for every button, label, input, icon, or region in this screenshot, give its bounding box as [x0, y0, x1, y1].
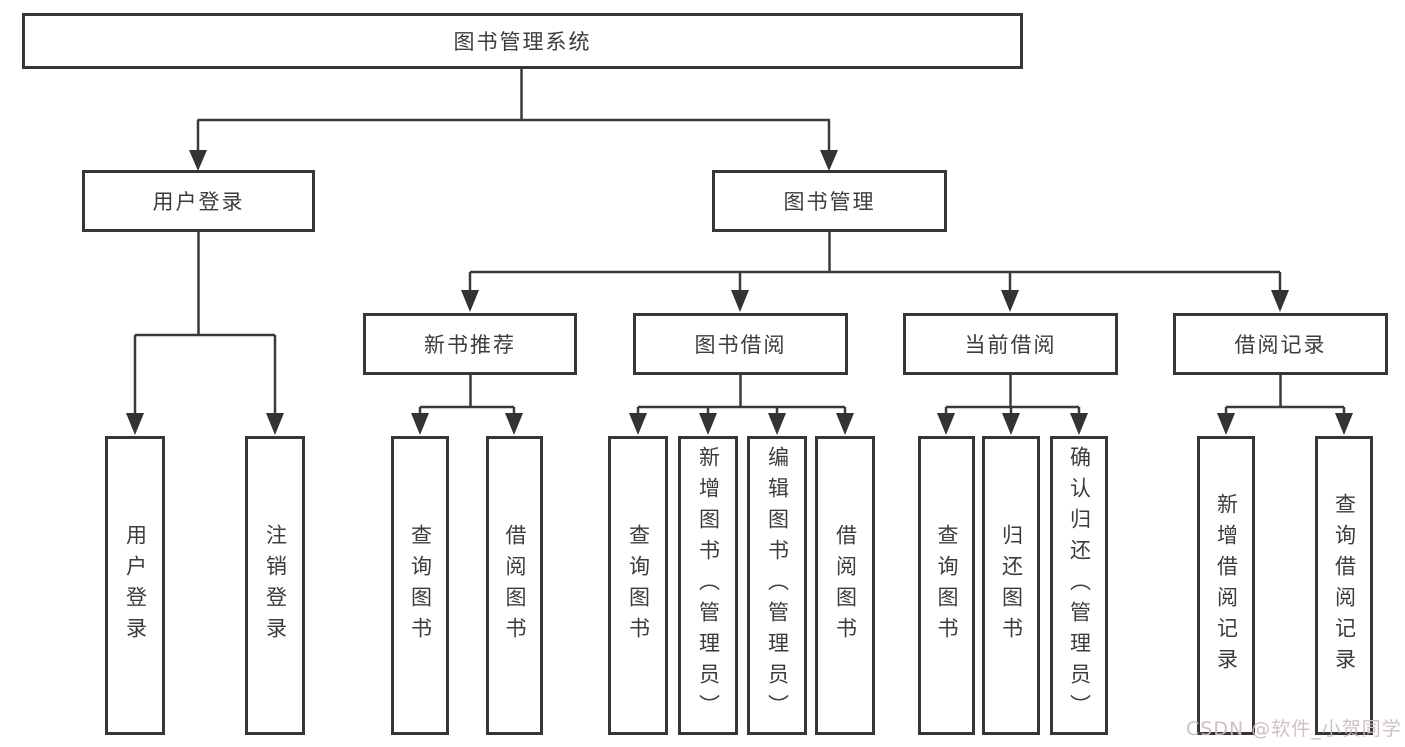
leaf-confirm-return-admin-label: 确认归还（管理员）: [1067, 446, 1092, 725]
leaf-borrow-books-borrow: 借阅图书: [815, 436, 875, 735]
node-book-management-label: 图书管理: [783, 190, 876, 214]
leaf-query-books-current: 查询图书: [918, 436, 975, 735]
node-root: 图书管理系统: [22, 13, 1023, 69]
node-borrow-records-label: 借阅记录: [1234, 333, 1327, 357]
leaf-return-book-label: 归还图书: [999, 523, 1024, 648]
leaf-borrow-books-recommend-label: 借阅图书: [503, 523, 527, 648]
leaf-query-books-recommend-label: 查询图书: [408, 523, 433, 648]
node-book-borrow-label: 图书借阅: [694, 333, 787, 357]
leaf-user-login: 用户登录: [105, 436, 165, 735]
leaf-logout: 注销登录: [245, 436, 305, 735]
node-root-label: 图书管理系统: [453, 30, 592, 54]
leaf-query-books-borrow: 查询图书: [608, 436, 668, 735]
leaf-edit-book-admin: 编辑图书（管理员）: [747, 436, 807, 735]
leaf-query-books-current-label: 查询图书: [935, 523, 959, 648]
watermark-text: CSDN @软件_小贺同学: [1186, 718, 1402, 740]
leaf-return-book: 归还图书: [982, 436, 1040, 735]
leaf-borrow-books-recommend: 借阅图书: [486, 436, 543, 735]
leaf-edit-book-admin-label: 编辑图书（管理员）: [765, 446, 790, 725]
node-new-book-recommend-label: 新书推荐: [424, 333, 516, 357]
node-user-login-label: 用户登录: [152, 190, 245, 214]
node-current-borrow: 当前借阅: [903, 313, 1118, 375]
leaf-query-books-borrow-label: 查询图书: [626, 523, 651, 648]
leaf-add-borrow-record: 新增借阅记录: [1197, 436, 1255, 735]
leaf-logout-label: 注销登录: [263, 523, 288, 648]
leaf-add-borrow-record-label: 新增借阅记录: [1214, 492, 1239, 679]
node-book-management: 图书管理: [712, 170, 947, 232]
leaf-query-borrow-record-label: 查询借阅记录: [1332, 492, 1357, 679]
leaf-add-book-admin-label: 新增图书（管理员）: [696, 446, 721, 725]
leaf-borrow-books-borrow-label: 借阅图书: [833, 523, 858, 648]
node-book-borrow: 图书借阅: [633, 313, 848, 375]
leaf-query-borrow-record: 查询借阅记录: [1315, 436, 1373, 735]
node-new-book-recommend: 新书推荐: [363, 313, 577, 375]
leaf-confirm-return-admin: 确认归还（管理员）: [1050, 436, 1108, 735]
leaf-query-books-recommend: 查询图书: [391, 436, 449, 735]
node-current-borrow-label: 当前借阅: [964, 333, 1057, 357]
leaf-add-book-admin: 新增图书（管理员）: [678, 436, 738, 735]
node-user-login: 用户登录: [82, 170, 315, 232]
node-borrow-records: 借阅记录: [1173, 313, 1388, 375]
leaf-user-login-label: 用户登录: [123, 523, 148, 648]
